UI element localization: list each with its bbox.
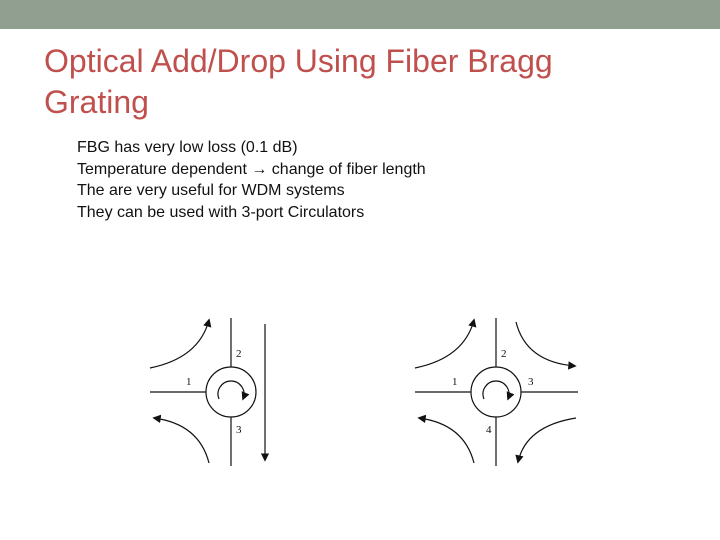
add-curve-arrow [515, 417, 577, 464]
port-label: 3 [528, 376, 534, 388]
slide-title: Optical Add/Drop Using Fiber Bragg Grati… [44, 43, 553, 120]
top-bar [0, 0, 720, 29]
circulator-body [470, 366, 522, 418]
bullet-text: Temperature dependent → change of fiber … [77, 160, 426, 178]
rotation-arrow [482, 380, 515, 401]
port-label: 1 [186, 376, 192, 388]
port-label: 2 [501, 348, 507, 360]
port-label: 3 [236, 424, 242, 436]
output-curve-arrow [515, 321, 577, 370]
port-label: 1 [452, 376, 458, 388]
circulator-body [205, 366, 257, 418]
port-label: 2 [236, 348, 242, 360]
four-port-circulator [414, 318, 578, 466]
input-curve-arrow [149, 318, 212, 369]
port-label: 4 [486, 424, 492, 436]
three-port-labels: 1 2 3 [186, 348, 242, 436]
bullet-item: They can be used with 3-port Circulators [77, 203, 365, 221]
drop-curve-arrow [417, 414, 475, 464]
output-curve-arrow [152, 414, 210, 464]
four-port-labels: 1 2 3 4 [452, 348, 534, 436]
bullet-item: Temperature dependent → change of fiber … [77, 159, 426, 181]
rotation-arrow [217, 380, 250, 401]
three-port-circulator [149, 318, 270, 466]
bullet-list: FBG has very low loss (0.1 dB) Temperatu… [77, 137, 426, 223]
bullet-item: FBG has very low loss (0.1 dB) [77, 139, 298, 156]
bullet-item: The are very useful for WDM systems [77, 182, 345, 200]
input-curve-arrow [414, 318, 477, 369]
